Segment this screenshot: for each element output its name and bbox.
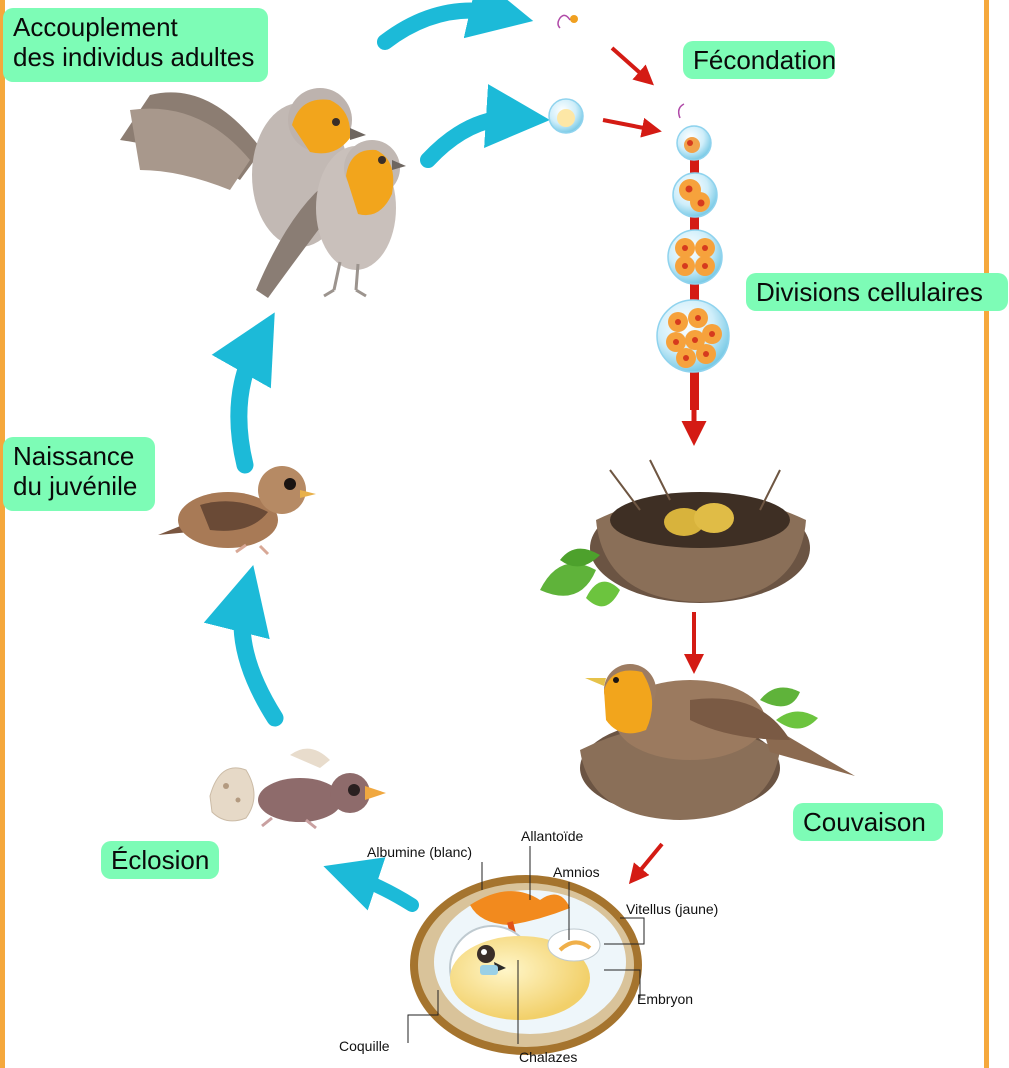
arrow-mating-to-sperm — [385, 11, 502, 43]
arrow-sperm-to-fertilization — [612, 48, 648, 80]
label-amnios: Amnios — [553, 864, 600, 880]
sperm-icon — [558, 15, 578, 28]
stage-label-eclosion: Éclosion — [101, 841, 219, 879]
arrow-juvenile-to-adult — [239, 342, 258, 465]
label-allantoide: Allantoïde — [521, 828, 583, 844]
arrow-brooding-to-egg — [634, 844, 662, 878]
stage-label-naissance: Naissance du juvénile — [3, 437, 155, 511]
brooding-bird-icon — [580, 664, 855, 820]
stage-label-divisions: Divisions cellulaires — [746, 273, 1008, 311]
four-cell-stage-icon — [668, 230, 722, 284]
robin-pair-icon — [120, 88, 406, 298]
label-vitellus: Vitellus (jaune) — [626, 901, 718, 917]
zygote-icon — [677, 104, 711, 160]
arrow-egg-to-hatching — [350, 875, 412, 905]
arrow-ovum-to-fertilization — [603, 120, 654, 130]
label-embryon: Embryon — [637, 991, 693, 1007]
arrow-mating-to-ovum — [428, 118, 518, 160]
stage-label-fecondation: Fécondation — [683, 41, 835, 79]
juvenile-bird-icon — [158, 466, 316, 554]
label-albumine: Albumine (blanc) — [367, 844, 472, 860]
stage-label-couvaison: Couvaison — [793, 803, 943, 841]
label-coquille: Coquille — [339, 1038, 390, 1054]
two-cell-stage-icon — [673, 173, 717, 217]
egg-cross-section-icon — [410, 875, 642, 1055]
ovum-icon — [549, 99, 583, 133]
morula-icon — [657, 300, 729, 372]
label-chalazes: Chalazes — [519, 1049, 577, 1065]
stage-label-accouplement: Accouplement des individus adultes — [3, 8, 268, 82]
hatching-chick-icon — [210, 749, 386, 828]
arrow-hatching-to-juvenile — [242, 598, 275, 718]
bird-nest-icon — [540, 460, 810, 606]
